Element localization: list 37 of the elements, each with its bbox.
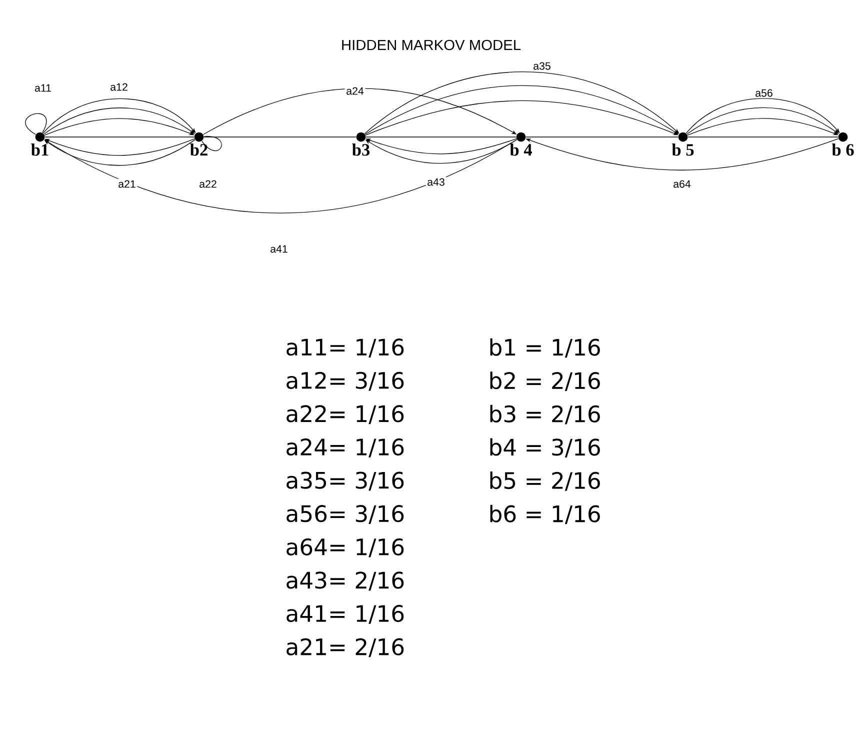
equation-text: b1 = 1/16 [490,338,600,358]
edge-label: a56 [754,88,774,98]
equation-text: b5 = 2/16 [490,472,600,491]
node-label: b 6 [832,144,854,156]
node-label: b 4 [510,144,532,156]
equation-text: a43= 2/16 [286,572,404,591]
edge-label: a21 [116,178,138,190]
edge-label: a22 [198,178,218,190]
node-label: b 5 [672,144,694,156]
equation-text: a41= 1/16 [286,604,404,624]
node-label: b3 [352,144,370,156]
equation-text: b3 = 2/16 [490,404,600,424]
arrow [44,108,195,134]
edge-label: a35 [532,60,552,72]
edge-label: a43 [426,176,446,188]
arrow [42,98,196,134]
equation-text: a12= 3/16 [286,372,404,391]
title: HIDDEN MARKOV MODEL [342,40,521,50]
node-label: b2 [190,144,208,156]
equation-text: a56= 3/16 [286,505,404,524]
arrow [686,98,840,134]
equation-text: a64= 1/16 [286,538,404,558]
equation-text: a24= 1/16 [286,438,404,458]
edge-label: a41 [268,244,290,254]
arrow [44,139,196,166]
equation-text: b4 = 3/16 [490,438,600,458]
edge-label: a11 [33,82,53,94]
equation-text: a35= 3/16 [286,472,404,491]
equation-text: a11= 1/16 [286,338,404,358]
edge-label: a64 [672,178,692,190]
equation-text: b6 = 1/16 [490,504,600,524]
equation-text: b2 = 2/16 [490,372,600,391]
edge-label: a12 [108,82,130,92]
edge-label: a24 [344,86,366,96]
node-label: b1 [31,144,48,156]
equation-text: a21= 2/16 [286,638,404,658]
equation-text: a22= 1/16 [286,405,404,424]
